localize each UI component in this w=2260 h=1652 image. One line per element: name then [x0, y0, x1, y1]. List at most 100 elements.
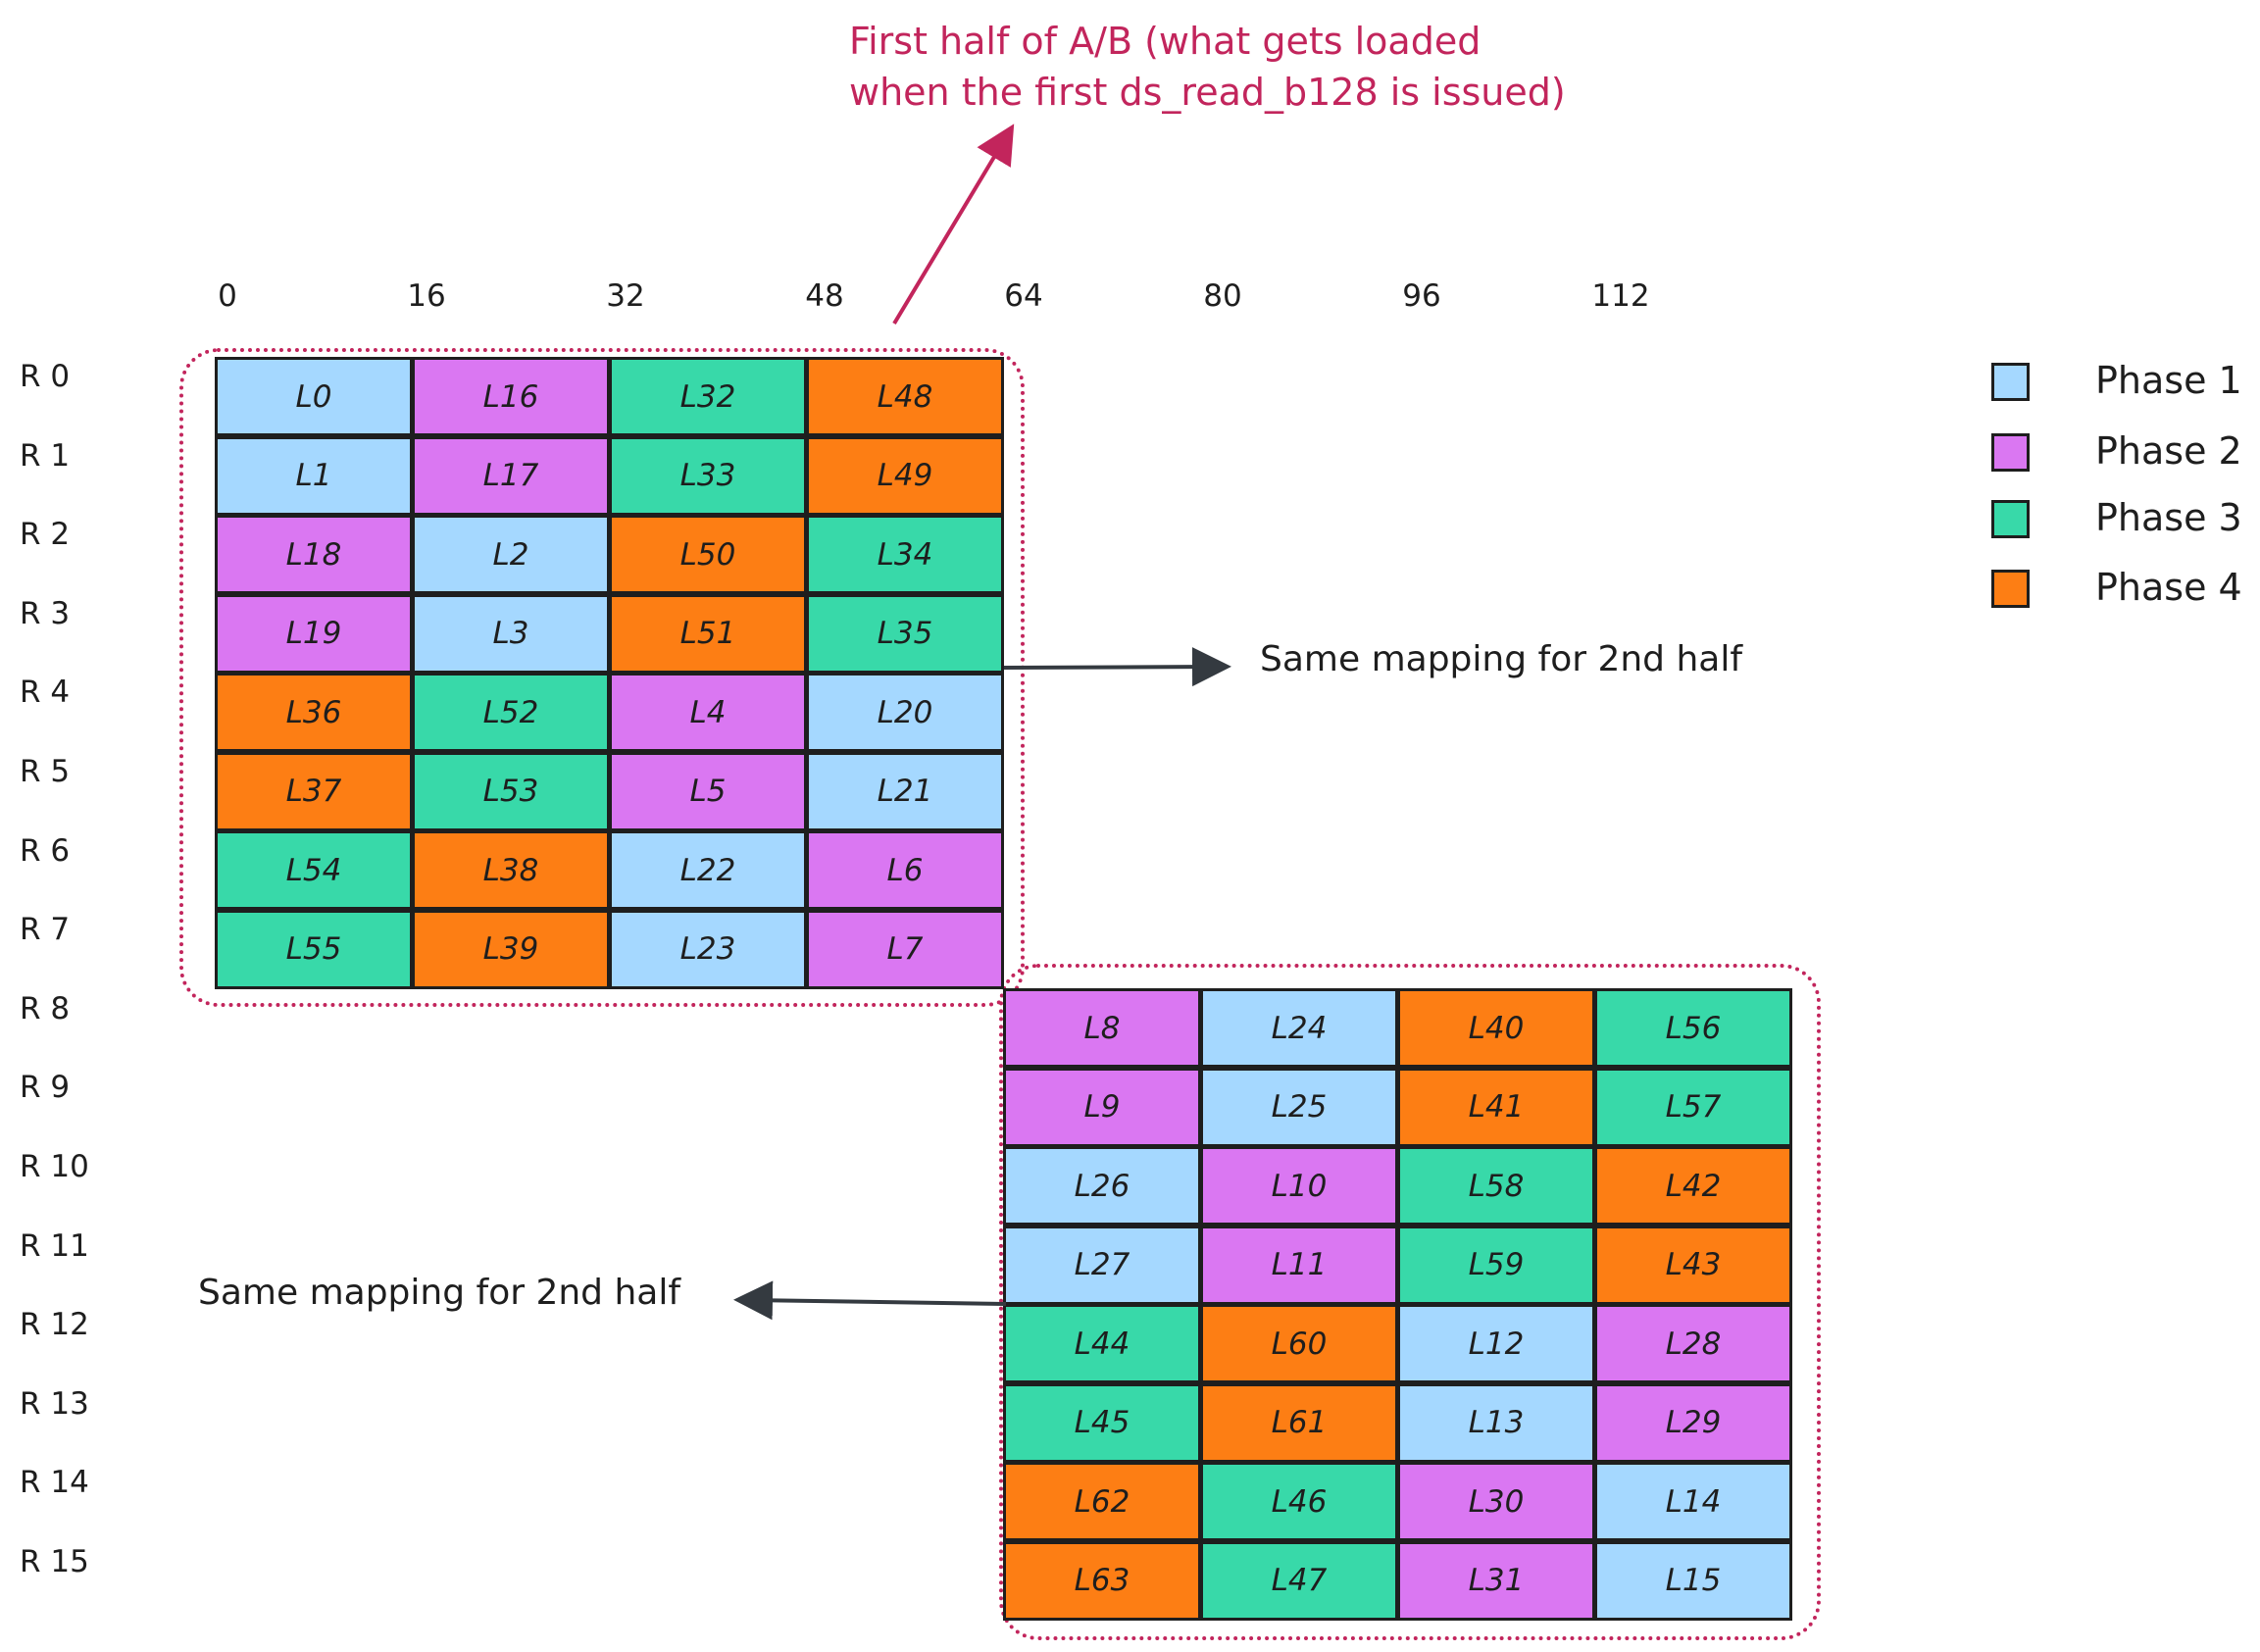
row-label: R 12: [20, 1307, 89, 1343]
column-label: 64: [1004, 278, 1043, 314]
row-label: R 9: [20, 1070, 71, 1106]
lane-cell-l48: L48: [806, 357, 1004, 436]
lane-cell-l7: L7: [806, 909, 1004, 989]
annotation-text: First half of A/B (what gets loaded when…: [849, 16, 1566, 118]
lane-cell-l33: L33: [609, 435, 807, 516]
lane-cell-l35: L35: [806, 593, 1004, 674]
row-label: R 15: [20, 1544, 89, 1579]
legend-label: Phase 3: [2095, 496, 2242, 539]
lane-cell-l12: L12: [1397, 1304, 1595, 1383]
lane-cell-l21: L21: [806, 751, 1004, 831]
lane-cell-l29: L29: [1594, 1382, 1792, 1463]
right-mapping-arrow: [1003, 647, 1231, 687]
lane-cell-l16: L16: [412, 357, 610, 436]
lane-cell-l62: L62: [1003, 1462, 1201, 1541]
row-label: R 7: [20, 912, 71, 948]
lane-cell-l36: L36: [215, 673, 413, 752]
column-label: 80: [1203, 278, 1242, 314]
row-label: R 14: [20, 1465, 89, 1501]
column-label: 112: [1591, 278, 1650, 314]
lane-cell-l20: L20: [806, 673, 1004, 752]
lane-cell-l39: L39: [412, 909, 610, 989]
lane-cell-l25: L25: [1200, 1067, 1398, 1147]
lane-cell-l51: L51: [609, 593, 807, 674]
lane-cell-l34: L34: [806, 515, 1004, 594]
lane-cell-l38: L38: [412, 830, 610, 910]
legend-label: Phase 2: [2095, 429, 2242, 473]
left-mapping-note: Same mapping for 2nd half: [198, 1273, 681, 1313]
legend-swatch: [1991, 363, 2030, 401]
lane-cell-l22: L22: [609, 830, 807, 910]
lane-cell-l49: L49: [806, 435, 1004, 516]
lane-cell-l9: L9: [1003, 1067, 1201, 1147]
lane-cell-l24: L24: [1200, 988, 1398, 1068]
row-label: R 3: [20, 595, 71, 631]
lane-cell-l6: L6: [806, 830, 1004, 910]
lane-cell-l43: L43: [1594, 1225, 1792, 1305]
column-label: 32: [606, 278, 645, 314]
lane-cell-l61: L61: [1200, 1382, 1398, 1463]
lane-cell-l47: L47: [1200, 1540, 1398, 1621]
lane-cell-l56: L56: [1594, 988, 1792, 1068]
lane-cell-l10: L10: [1200, 1146, 1398, 1226]
lane-cell-l19: L19: [215, 593, 413, 674]
lane-cell-l18: L18: [215, 515, 413, 594]
lane-cell-l63: L63: [1003, 1540, 1201, 1621]
lane-cell-l15: L15: [1594, 1540, 1792, 1621]
lane-cell-l30: L30: [1397, 1462, 1595, 1541]
lane-cell-l11: L11: [1200, 1225, 1398, 1305]
annotation-line-1: First half of A/B (what gets loaded: [849, 20, 1482, 63]
lane-cell-l2: L2: [412, 515, 610, 594]
lane-cell-l44: L44: [1003, 1304, 1201, 1383]
lane-cell-l55: L55: [215, 909, 413, 989]
legend-swatch: [1991, 500, 2030, 538]
legend-swatch: [1991, 570, 2030, 608]
lane-cell-l8: L8: [1003, 988, 1201, 1068]
lane-cell-l32: L32: [609, 357, 807, 436]
legend-swatch: [1991, 433, 2030, 472]
column-label: 48: [805, 278, 844, 314]
lane-cell-l57: L57: [1594, 1067, 1792, 1147]
lane-cell-l53: L53: [412, 751, 610, 831]
lane-cell-l0: L0: [215, 357, 413, 436]
row-label: R 5: [20, 754, 71, 789]
row-label: R 10: [20, 1149, 89, 1184]
lane-cell-l50: L50: [609, 515, 807, 594]
lane-cell-l13: L13: [1397, 1382, 1595, 1463]
lane-cell-l45: L45: [1003, 1382, 1201, 1463]
annotation-arrow: [892, 124, 1015, 325]
lane-cell-l40: L40: [1397, 988, 1595, 1068]
row-label: R 2: [20, 517, 71, 553]
lane-cell-l42: L42: [1594, 1146, 1792, 1226]
row-label: R 4: [20, 675, 71, 711]
lane-cell-l46: L46: [1200, 1462, 1398, 1541]
lane-cell-l3: L3: [412, 593, 610, 674]
first-half-outline: [179, 348, 1025, 1007]
column-label: 96: [1402, 278, 1441, 314]
lane-cell-l23: L23: [609, 909, 807, 989]
lane-cell-l28: L28: [1594, 1304, 1792, 1383]
column-label: 0: [218, 278, 237, 314]
row-label: R 11: [20, 1227, 89, 1264]
lane-cell-l17: L17: [412, 435, 610, 516]
lane-cell-l5: L5: [609, 751, 807, 831]
annotation-line-2: when the first ds_read_b128 is issued): [849, 71, 1566, 114]
column-label: 16: [407, 278, 446, 314]
lane-cell-l1: L1: [215, 435, 413, 516]
lane-cell-l26: L26: [1003, 1146, 1201, 1226]
lane-cell-l41: L41: [1397, 1067, 1595, 1147]
row-label: R 6: [20, 832, 71, 869]
lane-cell-l60: L60: [1200, 1304, 1398, 1383]
lane-cell-l27: L27: [1003, 1225, 1201, 1305]
row-label: R 0: [20, 359, 71, 394]
row-label: R 1: [20, 437, 71, 474]
legend-label: Phase 4: [2095, 566, 2242, 609]
row-label: R 8: [20, 990, 71, 1026]
legend-label: Phase 1: [2095, 359, 2242, 402]
row-label: R 13: [20, 1385, 89, 1422]
lane-cell-l58: L58: [1397, 1146, 1595, 1226]
lane-cell-l37: L37: [215, 751, 413, 831]
left-mapping-arrow: [733, 1280, 1007, 1321]
right-mapping-note: Same mapping for 2nd half: [1260, 639, 1743, 679]
